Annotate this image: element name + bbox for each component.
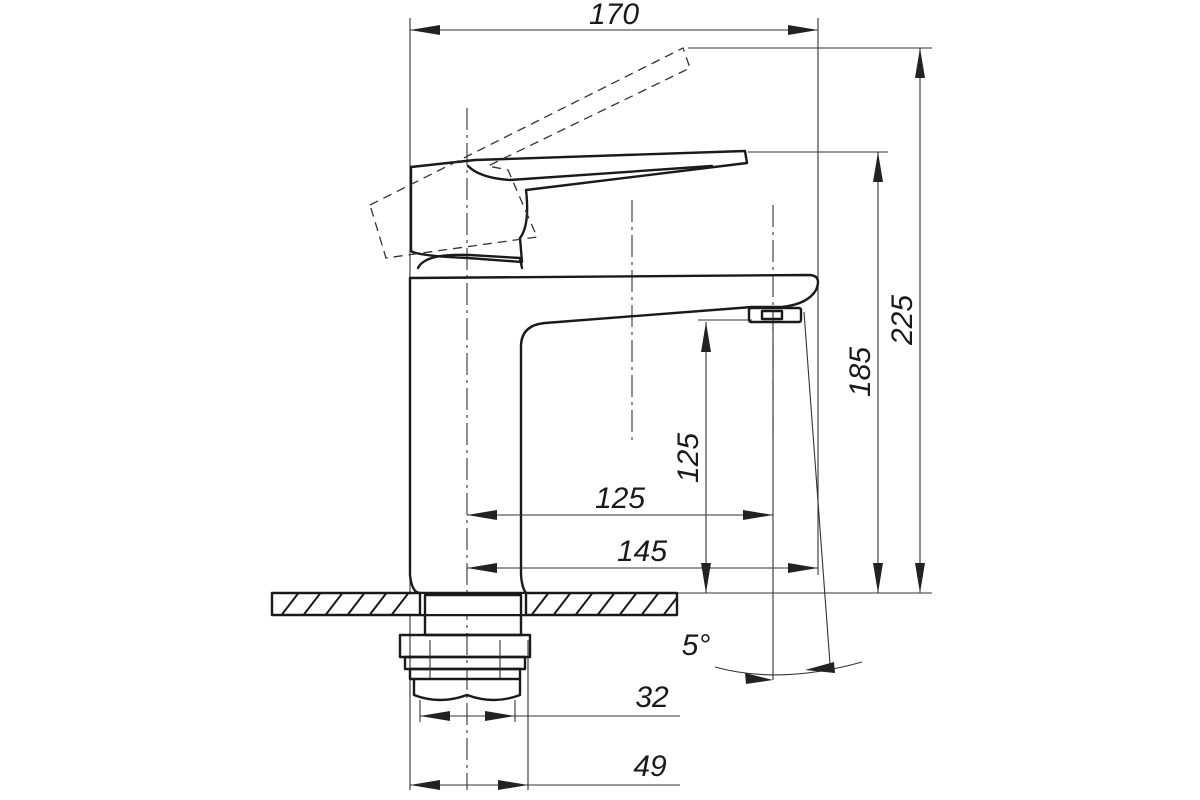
dimension-outlet-reach: 145 <box>617 535 667 568</box>
dimension-spout-height: 125 <box>672 433 705 483</box>
dimension-overall-width: 170 <box>589 0 639 31</box>
extension-lines <box>409 18 932 790</box>
dimension-overall-height: 225 <box>886 295 919 346</box>
dimension-tilt-angle: 5° <box>682 629 711 662</box>
center-lines <box>466 108 774 790</box>
dimension-base-diameter: 49 <box>633 750 667 783</box>
lever-handle <box>409 149 749 264</box>
lever-phantom <box>369 47 691 259</box>
faucet-body <box>408 253 820 595</box>
mounting-plate <box>270 591 679 617</box>
dimension-thread-diameter: 32 <box>635 681 669 714</box>
arrowheads <box>410 25 925 790</box>
dimension-labels: 170 225 185 125 125 145 5° 32 49 <box>589 0 919 783</box>
dimension-lines <box>410 29 921 786</box>
dimension-lever-height: 185 <box>844 347 877 397</box>
dimension-spout-reach: 125 <box>595 482 645 515</box>
shank-assembly <box>398 593 532 702</box>
